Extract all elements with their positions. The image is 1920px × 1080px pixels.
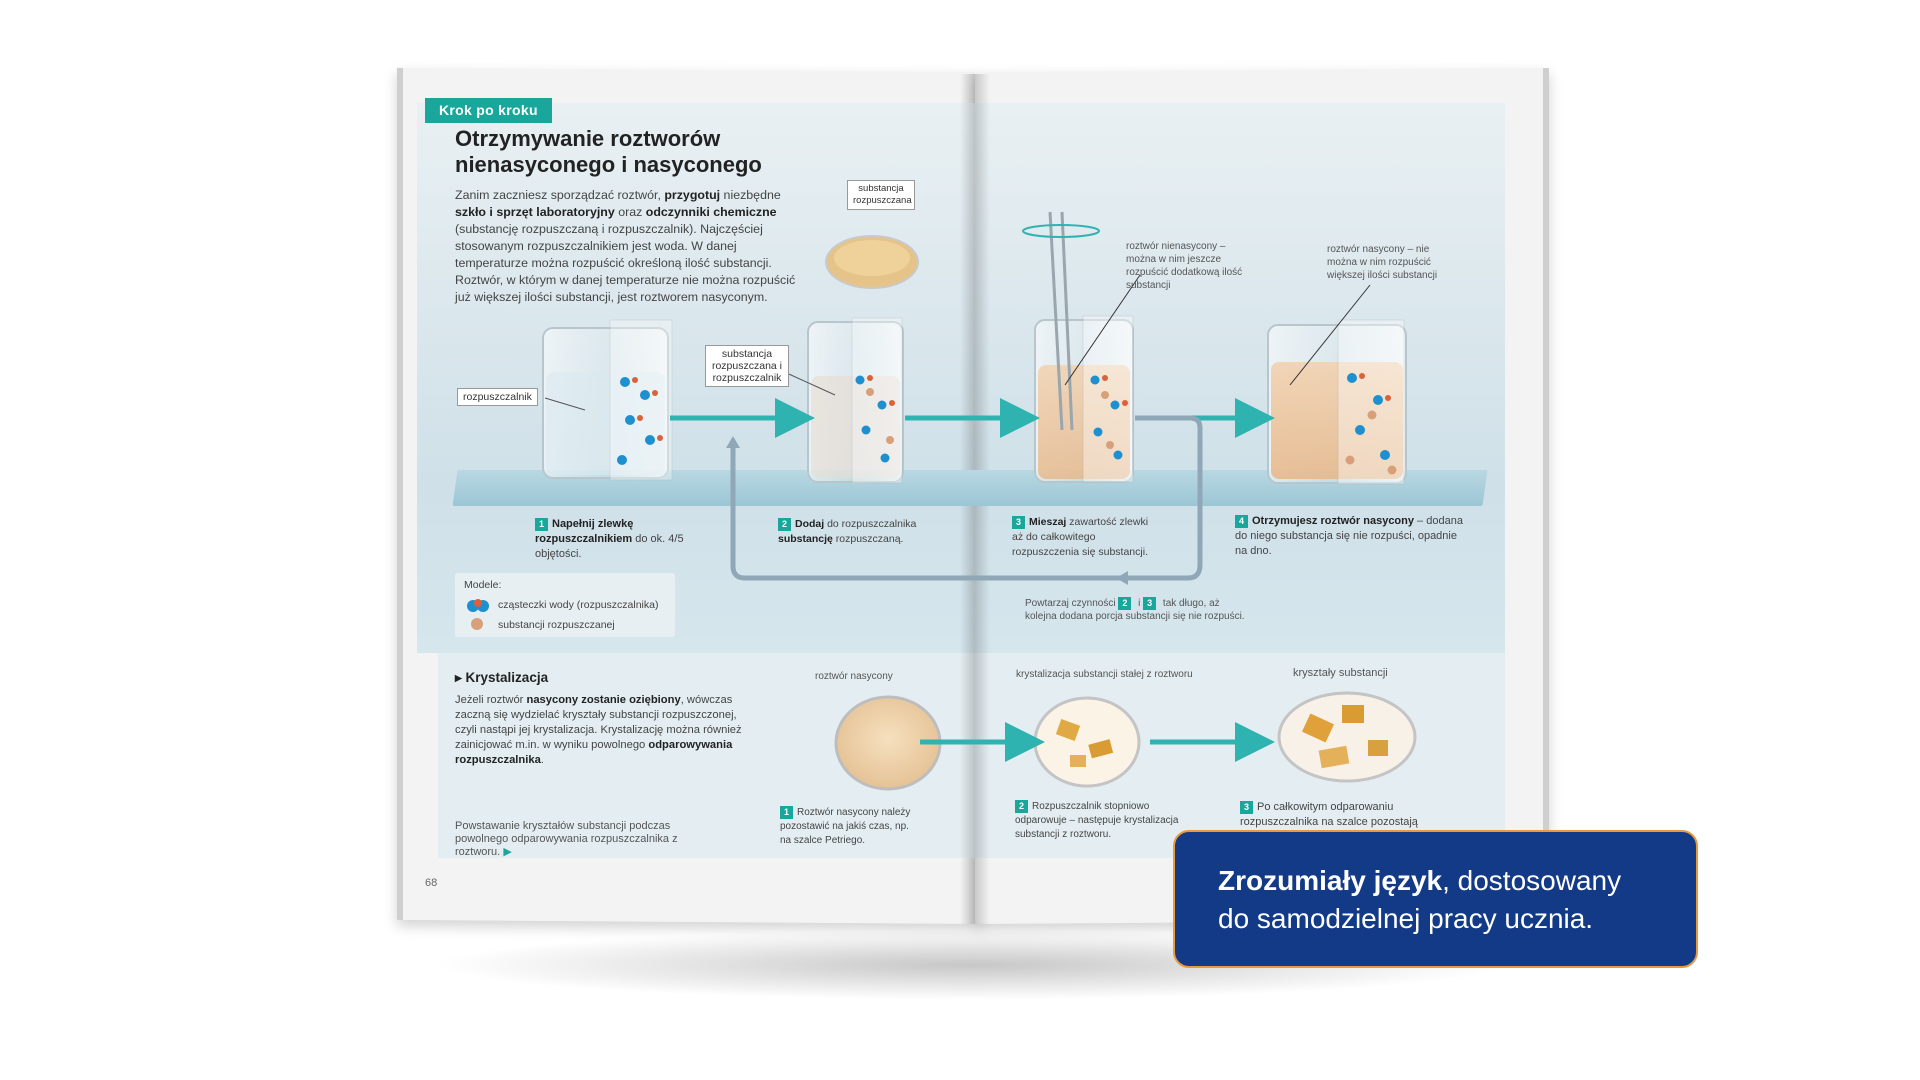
beaker-solvent [542,319,673,481]
dish-crystallizing [1033,696,1141,788]
feature-callout: Zrozumiały język, dostosowany do samodzi… [1173,830,1698,968]
label-saturated: roztwór nasycony – nie można w nim rozpu… [1327,244,1438,281]
dish-crystals [1277,691,1417,783]
page-number: 68 [425,877,438,889]
label-solute-and-solvent: substancja rozpuszczana i rozpuszczalnik [705,345,789,387]
crystallization-text: Jeżeli roztwór nasycony zostanie oziębio… [455,694,742,766]
label-solute: substancja rozpuszczana [847,180,915,210]
substance-particle-icon [470,617,486,634]
dish1-label: roztwór nasycony [815,671,893,682]
legend-substance: substancji rozpuszczanej [498,619,615,631]
water-molecule-icon [465,598,489,612]
play-icon[interactable]: ▶ [503,846,512,858]
repeat-note: Powtarzaj czynności 2 i 3 tak długo, aż … [1025,597,1245,623]
dish3-label: kryształy substancji [1293,667,1388,679]
solute-dish [825,235,919,289]
legend-water: cząsteczki wody (rozpuszczalnika) [498,599,659,611]
video-link[interactable]: Powstawanie kryształów substancji podcza… [455,820,678,858]
page-title: Otrzymywanie roztworów nienasyconego i n… [455,126,762,177]
beaker-saturated [1267,319,1407,485]
molecule-models [617,373,1390,465]
intro-text: Zanim zaczniesz sporządzać roztwór, przy… [455,188,796,304]
dish2-label: krystalizacja substancji stałej z roztwo… [1016,669,1193,680]
beaker-solute-added [807,317,904,484]
models-legend: Modele: cząsteczki wody (rozpuszczalnika… [455,573,675,637]
legend-title: Modele: [464,579,502,591]
section-tag: Krok po kroku [425,98,552,123]
beaker-stirring [1022,211,1134,483]
crystallization-title: ▸ Krystalizacja [455,670,549,685]
label-solvent: rozpuszczalnik [457,388,538,406]
label-unsaturated: roztwór nienasycony – można w nim jeszcz… [1126,241,1243,291]
